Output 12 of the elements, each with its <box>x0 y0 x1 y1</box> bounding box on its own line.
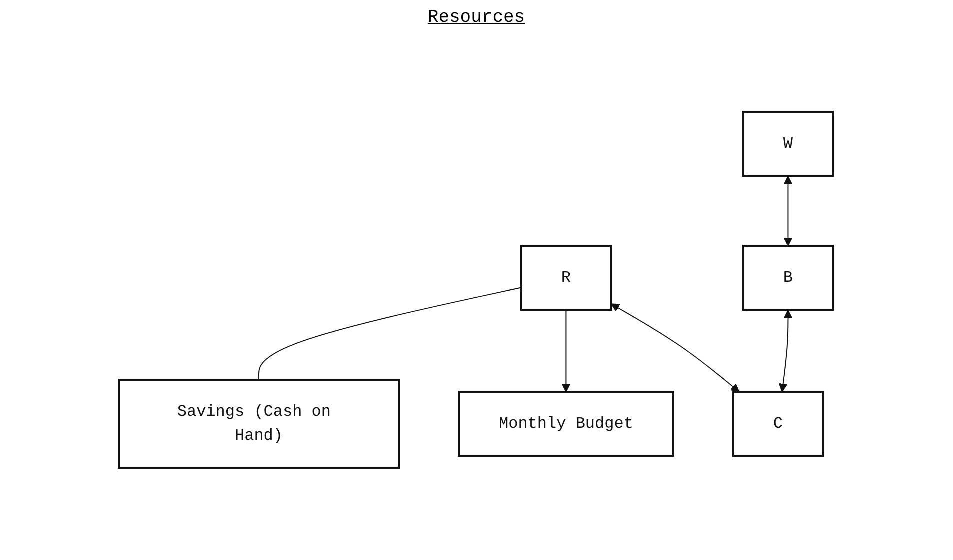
node-box: Savings (Cash on Hand) <box>118 378 400 468</box>
arrow <box>779 310 794 392</box>
node-box: W <box>742 110 835 176</box>
arrow <box>562 309 572 392</box>
node-box: C <box>732 390 825 456</box>
node-box: B <box>742 244 835 310</box>
arrow <box>611 303 740 392</box>
arrow <box>784 176 794 246</box>
connector <box>258 286 522 380</box>
node-box: R <box>520 244 612 310</box>
node-box: Monthly Budget <box>458 390 675 456</box>
diagram-title: Resources <box>426 8 526 28</box>
